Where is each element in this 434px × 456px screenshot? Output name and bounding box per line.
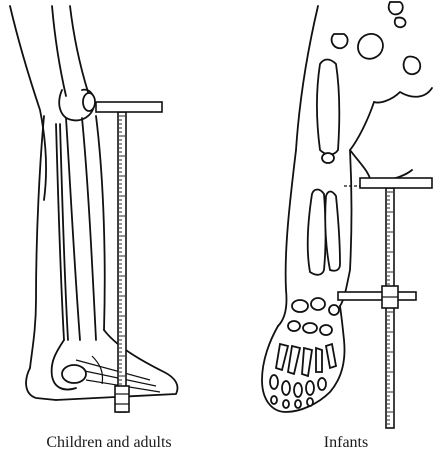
caption-children-and-adults: Children and adults bbox=[0, 434, 218, 454]
right-panel-illustration bbox=[262, 2, 432, 428]
infant-leg-drawing bbox=[262, 2, 432, 412]
foot-bones bbox=[270, 298, 339, 408]
adult-leg-drawing bbox=[10, 6, 178, 400]
caption-infants: Infants bbox=[258, 434, 434, 454]
left-panel-illustration bbox=[10, 6, 178, 412]
